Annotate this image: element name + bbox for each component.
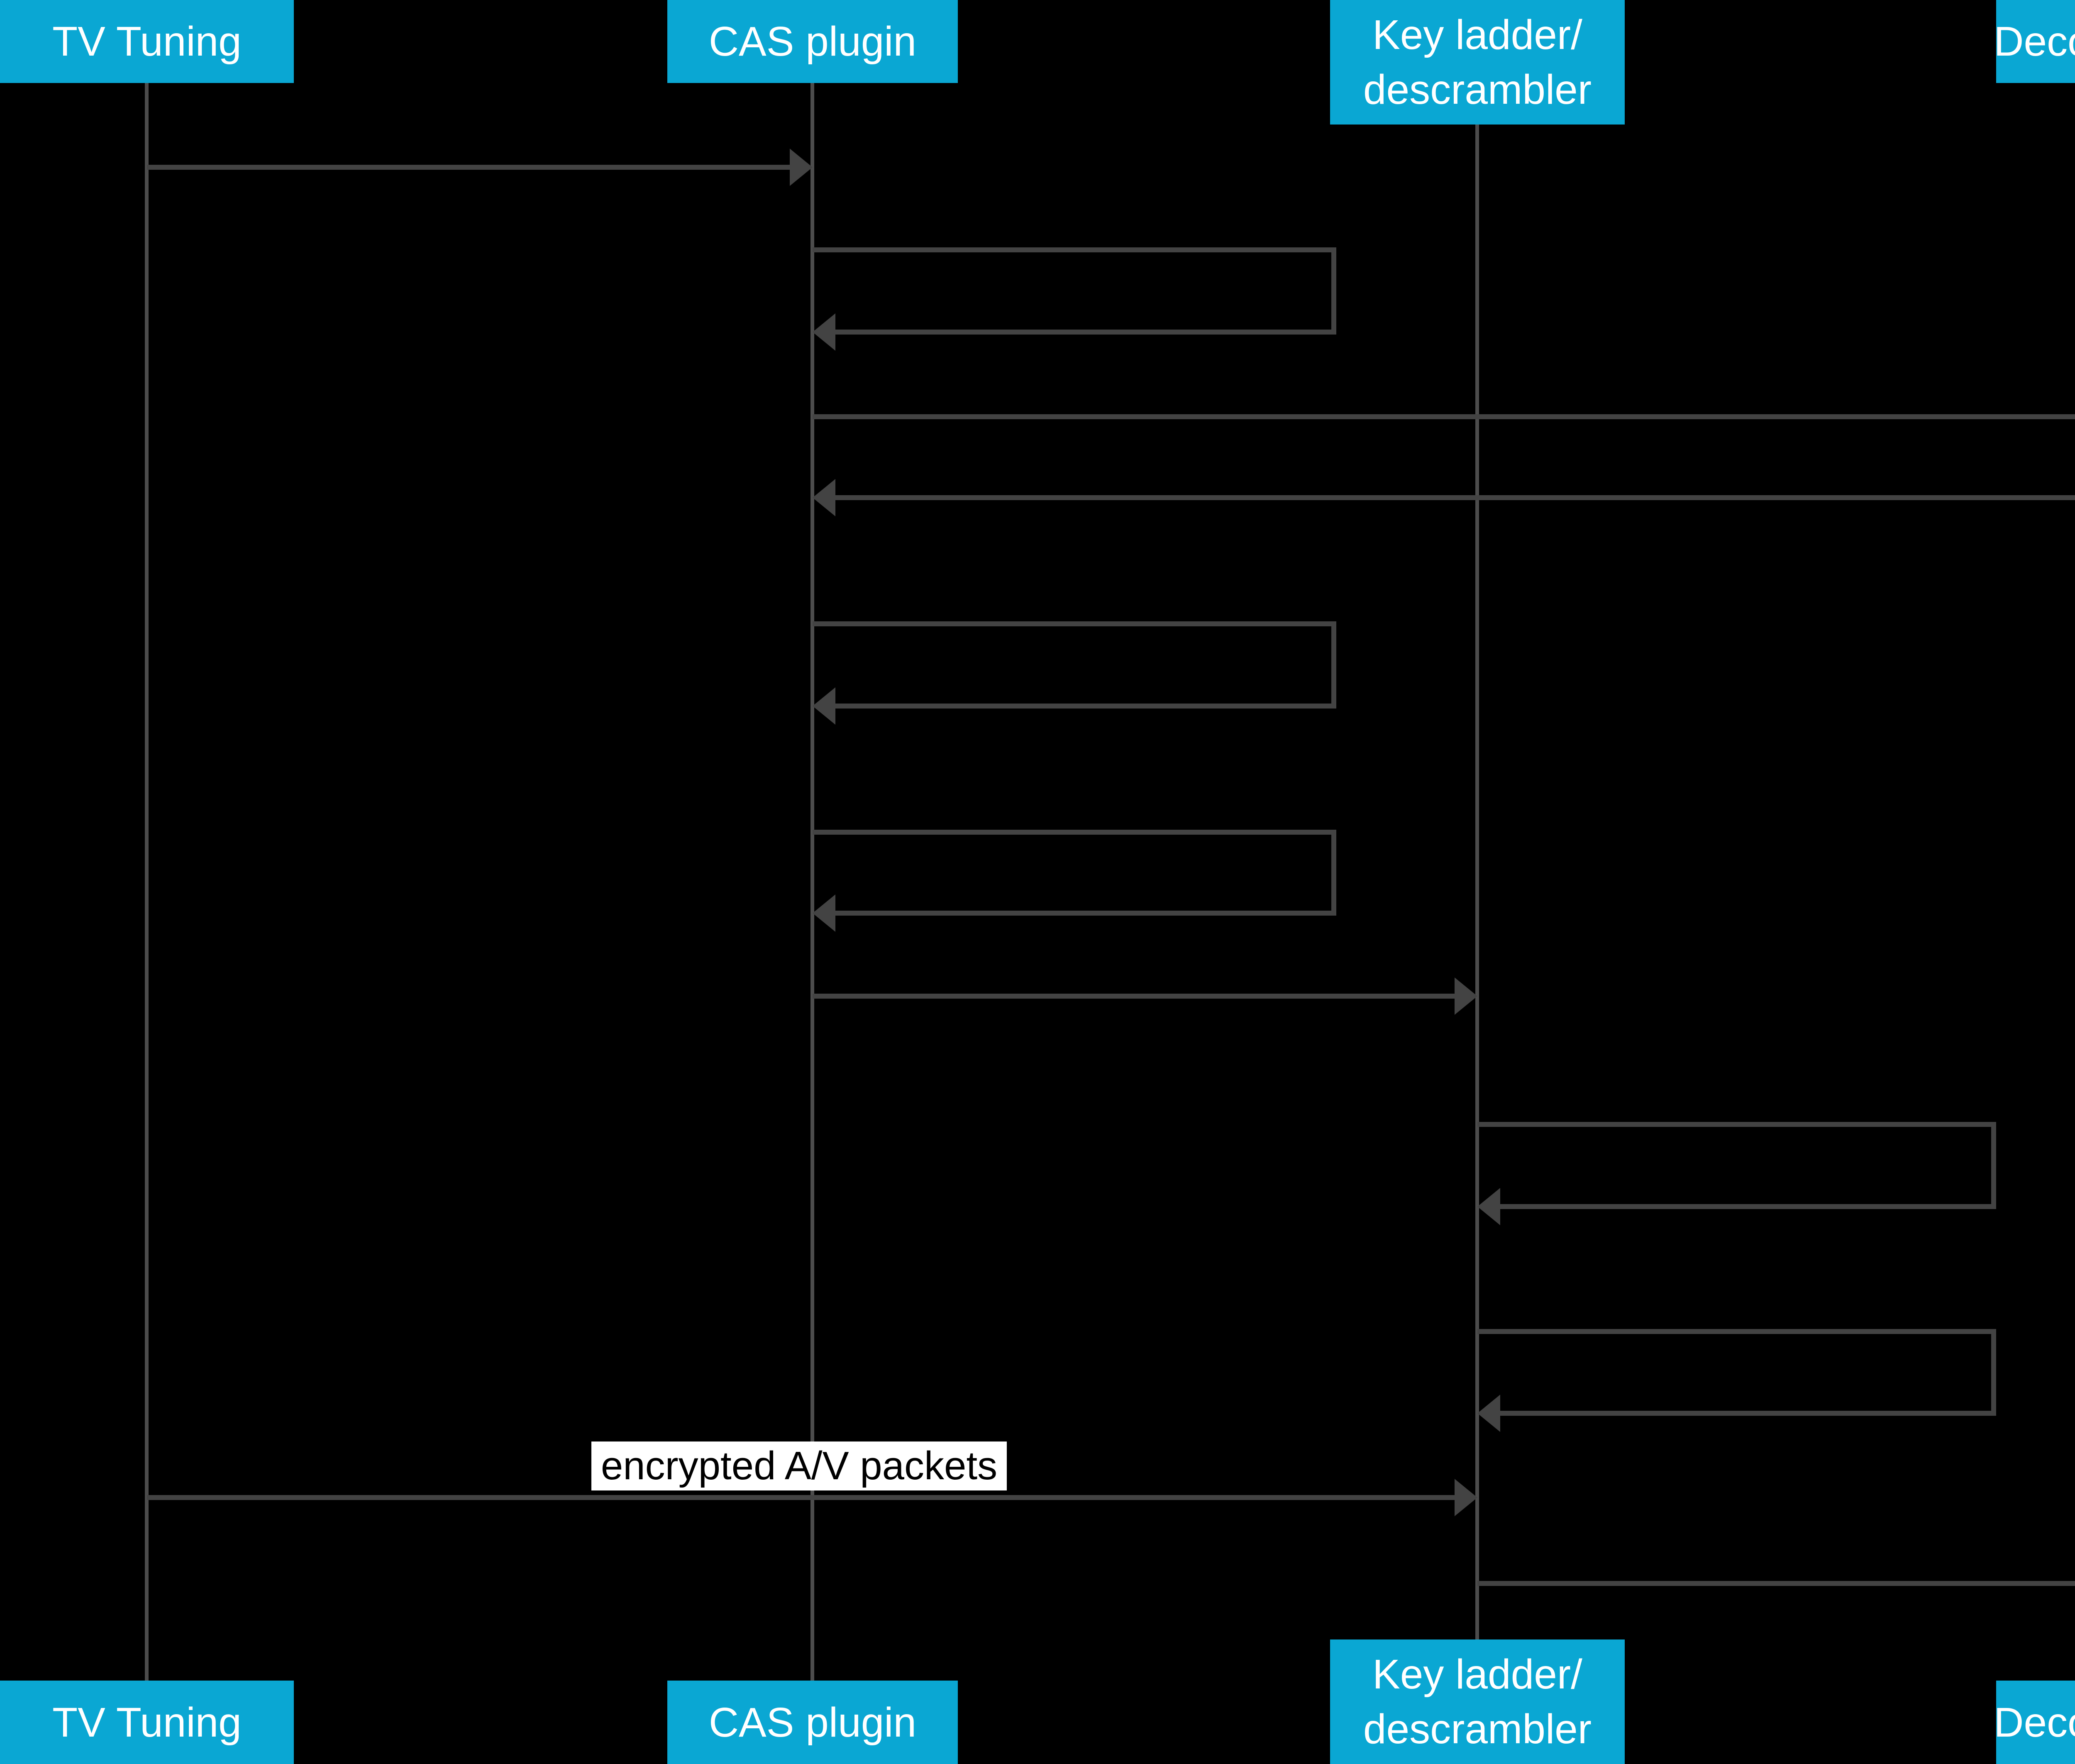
participant-bottom-box-decode-display: Decode, display [1994, 1681, 2075, 1764]
self-message-arrowhead-left-icon [813, 313, 835, 351]
message-arrowhead-left-icon [813, 479, 835, 516]
self-message-bottom-line-5 [834, 911, 1336, 916]
participant-label: Key ladder/ [1372, 12, 1582, 58]
self-message-right-line-5 [1331, 830, 1336, 916]
message-arrow-line-6 [813, 994, 1456, 999]
message-arrow-line-2 [813, 414, 2075, 419]
self-message-top-line-1 [813, 247, 1336, 252]
participant-top-box-cas-plugin: CAS plugin [667, 0, 958, 83]
participant-label: descrambler [1363, 1706, 1592, 1752]
self-message-right-line-4 [1331, 621, 1336, 709]
message-arrow-line-3 [834, 495, 2075, 500]
self-message-right-line-1 [1331, 247, 1336, 335]
participant-label: TV Tuning [52, 18, 242, 65]
participant-top-box-decode-display: Decode, display [1994, 0, 2075, 83]
self-message-bottom-line-8 [1499, 1411, 1996, 1416]
self-message-arrowhead-left-icon [813, 687, 835, 725]
participant-top-box-tv-tuning: TV Tuning [0, 0, 294, 83]
participant-bottom-box-key-ladder-descrambler: Key ladder/descrambler [1330, 1639, 1625, 1764]
message-label: encrypted A/V packets [591, 1441, 1007, 1490]
self-message-arrowhead-left-icon [1477, 1395, 1500, 1432]
message-arrow-line-0 [147, 165, 791, 170]
self-message-top-line-5 [813, 830, 1336, 835]
participant-top-box-key-ladder-descrambler: Key ladder/descrambler [1330, 0, 1625, 125]
participant-bottom-box-tv-tuning: TV Tuning [0, 1681, 294, 1764]
self-message-arrowhead-left-icon [1477, 1188, 1500, 1225]
participant-label: CAS plugin [708, 1699, 917, 1746]
message-arrowhead-right-icon [1455, 1479, 1477, 1516]
lifeline-tv-tuning [145, 83, 149, 1681]
self-message-bottom-line-7 [1499, 1204, 1996, 1209]
participant-label: Key ladder/ [1372, 1651, 1582, 1698]
self-message-top-line-7 [1477, 1122, 1996, 1127]
self-message-bottom-line-1 [834, 330, 1336, 335]
message-arrow-line-10 [1477, 1581, 2075, 1586]
message-arrowhead-right-icon [790, 149, 813, 186]
self-message-top-line-4 [813, 621, 1336, 626]
self-message-right-line-8 [1991, 1329, 1996, 1416]
participant-label: descrambler [1363, 66, 1592, 113]
participant-label: Decode, display [1994, 18, 2075, 65]
self-message-arrowhead-left-icon [813, 894, 835, 932]
lifeline-cas-plugin [810, 83, 814, 1681]
participant-label: Decode, display [1994, 1699, 2075, 1746]
self-message-top-line-8 [1477, 1329, 1996, 1334]
message-arrow-line-9 [147, 1495, 1456, 1500]
lifeline-key-ladder-descrambler [1475, 125, 1479, 1639]
message-arrowhead-right-icon [1455, 977, 1477, 1015]
self-message-bottom-line-4 [834, 704, 1336, 709]
participant-bottom-box-cas-plugin: CAS plugin [667, 1681, 958, 1764]
self-message-right-line-7 [1991, 1122, 1996, 1209]
participant-label: CAS plugin [708, 18, 917, 65]
participant-label: TV Tuning [52, 1699, 242, 1746]
